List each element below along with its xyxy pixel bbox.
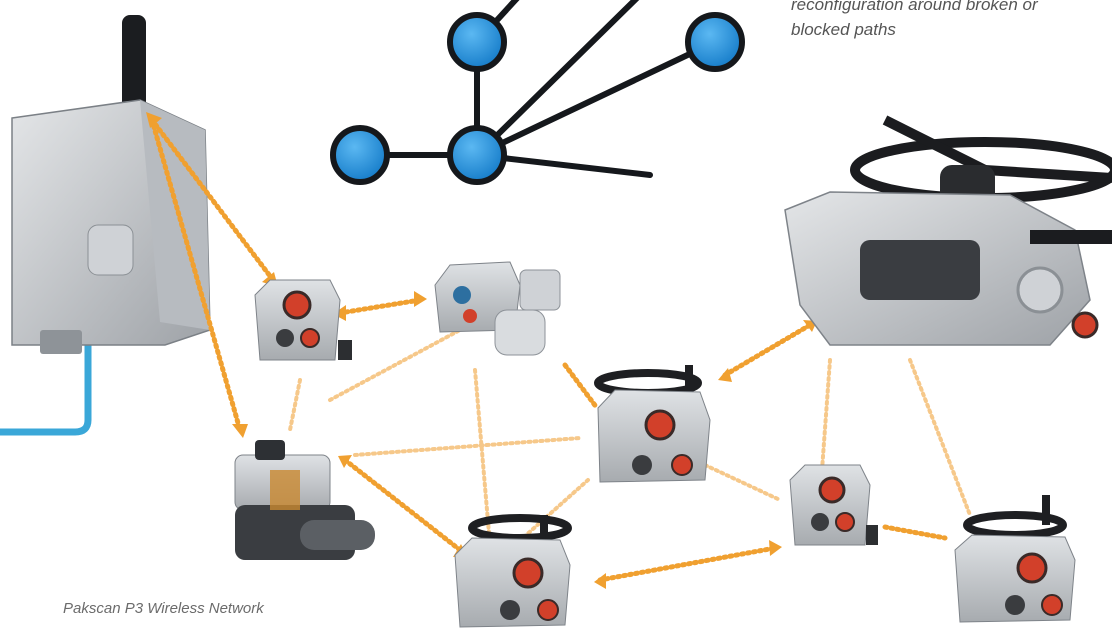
mesh-nodes (330, 12, 745, 185)
mesh-node (447, 12, 507, 72)
arrow-head (146, 112, 162, 128)
wireless-link (149, 117, 276, 283)
pakscan-p3-master-station (0, 15, 211, 436)
wireless-link (337, 297, 423, 316)
actuator-large-3 (954, 495, 1076, 623)
mesh-link (474, 39, 718, 158)
arrow-head (718, 368, 732, 382)
mesh-note-line1: reconfiguration around broken or (791, 0, 1038, 14)
wireless-link-faint (328, 328, 462, 402)
wireless-link-faint (820, 358, 832, 472)
actuator-large-main (784, 115, 1112, 346)
wireless-link (149, 117, 243, 433)
arrow-head (333, 305, 346, 321)
wireless-link (882, 524, 948, 541)
mesh-note-line2: blocked paths (791, 20, 896, 39)
wireless-link-faint (473, 368, 492, 547)
mesh-link (474, 0, 640, 158)
arrow-head (594, 573, 606, 589)
wireless-link-faint (908, 358, 972, 517)
wireless-link-faint (288, 378, 302, 432)
mesh-node (330, 125, 390, 185)
arrow-head (232, 424, 248, 438)
actuator-large-1 (594, 365, 711, 483)
station-side (140, 100, 210, 330)
wireless-link (562, 362, 600, 411)
wireless-link (342, 457, 463, 553)
wireless-link (597, 545, 778, 583)
arrow-head (769, 540, 782, 556)
network-cable (0, 341, 92, 436)
mesh-node (447, 125, 507, 185)
mesh-node (685, 12, 745, 72)
station-connector (40, 330, 82, 354)
wireless-link-faint (703, 463, 782, 502)
diagram-caption: Pakscan P3 Wireless Network (63, 600, 264, 617)
station-antenna (122, 15, 146, 120)
actuator-small-2 (434, 261, 561, 356)
mesh-topology-graphic (330, 0, 745, 185)
mesh-reconfiguration-note: reconfiguration around broken or blocked… (791, 0, 1038, 42)
mesh-links (357, 0, 718, 178)
arrow-head (414, 291, 427, 307)
wireless-link (722, 322, 813, 378)
actuator-small-1 (254, 279, 352, 361)
actuator-engine-type (234, 440, 375, 560)
actuator-small-3 (789, 464, 878, 546)
wireless-links (146, 112, 972, 589)
actuator-large-2 (454, 514, 572, 628)
arrow-head (338, 455, 352, 468)
wireless-link-faint (353, 436, 582, 457)
station-knob (87, 224, 134, 276)
